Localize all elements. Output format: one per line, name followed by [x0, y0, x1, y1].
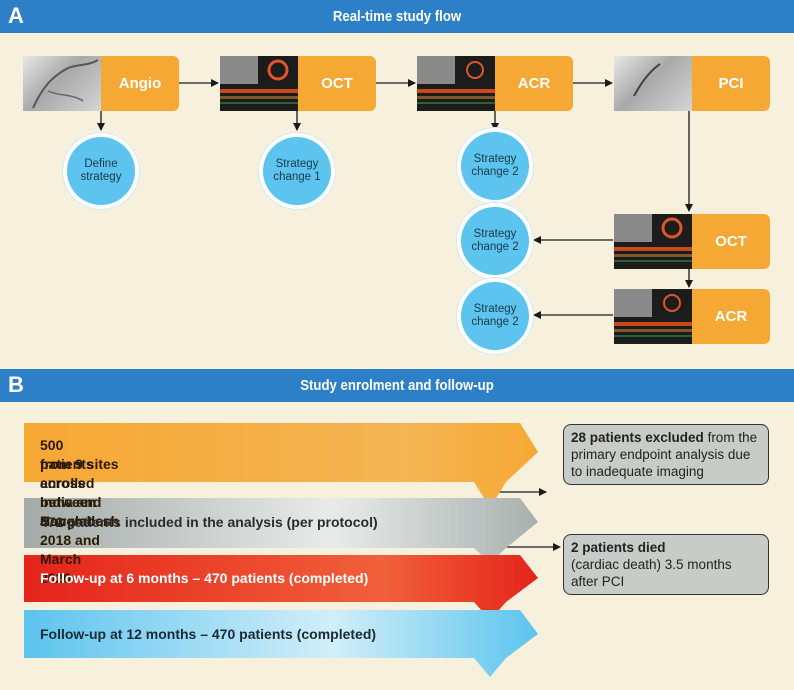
band-text: 472 patients included in the analysis (p… — [40, 514, 378, 530]
angio-image — [23, 56, 101, 111]
circle-text: Strategy — [473, 303, 517, 315]
circle-text: change 2 — [471, 316, 519, 328]
band-analysis — [24, 498, 538, 563]
step-label: OCT — [298, 56, 376, 111]
circle-text: Strategy — [275, 158, 319, 170]
oct-image — [220, 56, 298, 111]
band-text: Follow-up at 6 months – 470 patients (co… — [40, 570, 369, 586]
circle-text: change 2 — [471, 241, 519, 253]
oct-image — [614, 214, 692, 269]
note-text: (cardiac death) 3.5 months after PCI — [571, 557, 732, 589]
note-text: from the primary endpoint analysis due t… — [571, 430, 758, 479]
band-text: Follow-up at 12 months – 470 patients (c… — [40, 626, 377, 642]
panel-a-banner: A Real-time study flow — [0, 0, 794, 33]
step-label: PCI — [692, 56, 770, 111]
step-label: ACR — [495, 56, 573, 111]
panel-a-title: Real-time study flow — [332, 8, 462, 25]
panel-b-title: Study enrolment and follow-up — [300, 377, 494, 394]
circle-text: Define — [84, 158, 118, 170]
circle-text: change 2 — [471, 166, 519, 178]
step-label: Angio — [101, 56, 179, 111]
panel-a-letter: A — [8, 3, 24, 28]
panel-b-banner: B Study enrolment and follow-up — [0, 369, 794, 402]
step-oct: OCT — [220, 56, 376, 111]
step-acr: ACR — [417, 56, 573, 111]
step-pci: PCI — [614, 56, 770, 111]
band-enrolled — [24, 423, 538, 508]
note-excluded: 28 patients excluded from the primary en… — [563, 424, 769, 485]
band-12-months — [24, 610, 538, 677]
step-angio: Angio — [23, 56, 179, 111]
circle-text: Strategy — [473, 153, 517, 165]
circle-text: Strategy — [473, 228, 517, 240]
acr-image — [614, 289, 692, 344]
band-6-months — [24, 555, 538, 620]
note-bold-text: 28 patients excluded — [571, 430, 704, 445]
panel-b-letter: B — [8, 372, 24, 397]
band-text: 500 patients enrolled between November 2… — [40, 437, 109, 586]
pci-image — [614, 56, 692, 111]
step-label: OCT — [692, 214, 770, 269]
circle-text: strategy — [80, 171, 122, 183]
note-bold-text: 2 patients died — [571, 540, 666, 555]
step-label: ACR — [692, 289, 770, 344]
note-died: 2 patients died (cardiac death) 3.5 month… — [563, 534, 769, 595]
circle-text: change 1 — [273, 171, 321, 183]
band-text: from 9 sites across India and Bangladesh — [40, 456, 120, 529]
step-oct-2: OCT — [614, 214, 770, 269]
step-acr-2: ACR — [614, 289, 770, 344]
acr-image — [417, 56, 495, 111]
